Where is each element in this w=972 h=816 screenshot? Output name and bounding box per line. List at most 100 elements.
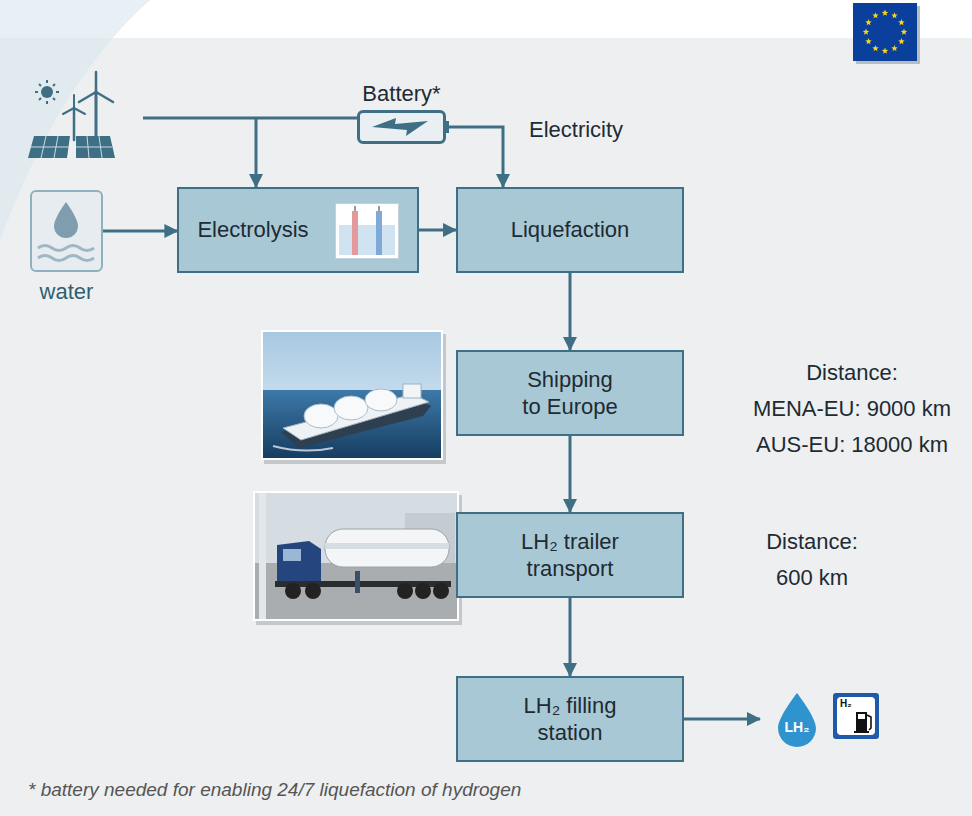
power-wire bbox=[143, 117, 357, 120]
decoration bbox=[96, 92, 113, 102]
decoration bbox=[87, 136, 89, 158]
decoration bbox=[305, 583, 321, 599]
flow-arrow bbox=[419, 229, 456, 232]
decoration bbox=[415, 583, 431, 599]
decoration bbox=[39, 98, 41, 100]
decoration bbox=[304, 404, 338, 428]
decoration bbox=[433, 583, 449, 599]
decoration bbox=[38, 246, 94, 251]
node-text: Shipping to Europe bbox=[518, 366, 623, 421]
decoration bbox=[355, 206, 357, 211]
battery-node: Battery* bbox=[357, 110, 446, 144]
decoration bbox=[444, 121, 449, 133]
sign-text: H₂ bbox=[840, 698, 852, 710]
decoration bbox=[41, 86, 53, 98]
decoration bbox=[41, 136, 46, 158]
node-text: water bbox=[40, 278, 94, 306]
flag-star bbox=[882, 48, 888, 54]
decoration bbox=[31, 136, 112, 158]
decoration bbox=[325, 543, 449, 549]
ship-photo bbox=[261, 330, 446, 464]
decoration bbox=[73, 108, 76, 140]
decoration bbox=[285, 583, 301, 599]
lh2-drop: LH₂ bbox=[774, 692, 820, 748]
node-text: LH₂ trailer transport bbox=[508, 528, 633, 583]
fuel-sign bbox=[833, 693, 879, 739]
decoration bbox=[63, 72, 113, 140]
flag-star bbox=[865, 38, 871, 44]
decoration bbox=[334, 396, 368, 420]
decoration bbox=[837, 697, 875, 735]
flag-star bbox=[872, 12, 878, 18]
decoration bbox=[854, 731, 869, 733]
distance-value: AUS-EU: 18000 km bbox=[756, 432, 948, 458]
decoration bbox=[56, 91, 59, 93]
flag-star bbox=[901, 29, 907, 35]
process-box: LH₂ trailer transport bbox=[456, 512, 684, 598]
decoration bbox=[858, 714, 865, 719]
flow-arrow bbox=[569, 273, 572, 350]
decoration bbox=[261, 330, 443, 460]
decoration bbox=[253, 491, 459, 621]
battery-symbol bbox=[360, 113, 443, 141]
decoration bbox=[397, 583, 413, 599]
flag-star bbox=[882, 10, 888, 16]
node-text: LH₂ filling station bbox=[508, 692, 633, 747]
decoration bbox=[365, 389, 397, 411]
flag-star bbox=[898, 19, 904, 25]
node-text: Battery* bbox=[362, 80, 440, 108]
decoration bbox=[336, 204, 399, 259]
flag-star bbox=[891, 45, 897, 51]
decoration bbox=[73, 95, 75, 108]
flag-star bbox=[898, 38, 904, 44]
decoration bbox=[95, 72, 98, 92]
decoration bbox=[403, 384, 421, 398]
decoration bbox=[38, 256, 94, 261]
decoration bbox=[54, 202, 78, 238]
decoration bbox=[352, 211, 358, 255]
panel-ground bbox=[0, 38, 972, 816]
flow-arrow bbox=[569, 598, 572, 676]
process-box: Shipping to Europe bbox=[456, 350, 684, 436]
decoration bbox=[54, 136, 58, 158]
distance-heading: Distance: bbox=[806, 360, 898, 386]
decoration bbox=[263, 390, 441, 458]
node-text: LH₂ bbox=[785, 719, 810, 737]
flow-arrow bbox=[684, 718, 760, 721]
decoration bbox=[259, 493, 266, 619]
edge-label: Electricity bbox=[527, 117, 625, 143]
process-box: LH₂ filling station bbox=[456, 676, 684, 762]
decoration bbox=[372, 118, 428, 136]
distance-value: 600 km bbox=[776, 565, 848, 591]
process-box: Liquefaction bbox=[456, 187, 684, 273]
decoration bbox=[325, 529, 449, 567]
footnote: * battery needed for enabling 24/7 lique… bbox=[28, 779, 521, 802]
decoration bbox=[99, 136, 102, 158]
decoration bbox=[53, 98, 55, 100]
decoration bbox=[283, 394, 429, 440]
node-text: Electrolysis bbox=[197, 216, 308, 244]
eu-flag bbox=[853, 3, 920, 64]
electrolyzer-symbol bbox=[335, 203, 399, 259]
decoration bbox=[35, 91, 38, 93]
decoration bbox=[46, 101, 48, 104]
decoration bbox=[46, 80, 48, 83]
decoration bbox=[853, 3, 917, 61]
flag-star bbox=[865, 19, 871, 25]
flag-star bbox=[872, 45, 878, 51]
flag-star bbox=[891, 12, 897, 18]
decoration bbox=[263, 332, 441, 458]
decoration bbox=[63, 108, 74, 114]
decoration bbox=[277, 541, 321, 585]
decoration bbox=[283, 549, 301, 561]
decoration bbox=[53, 84, 55, 86]
decoration bbox=[76, 147, 112, 148]
decoration bbox=[35, 80, 59, 104]
decoration bbox=[39, 84, 41, 86]
distance-heading: Distance: bbox=[766, 529, 858, 555]
decoration bbox=[867, 715, 871, 730]
decoration bbox=[79, 92, 96, 102]
decoration bbox=[28, 136, 70, 158]
